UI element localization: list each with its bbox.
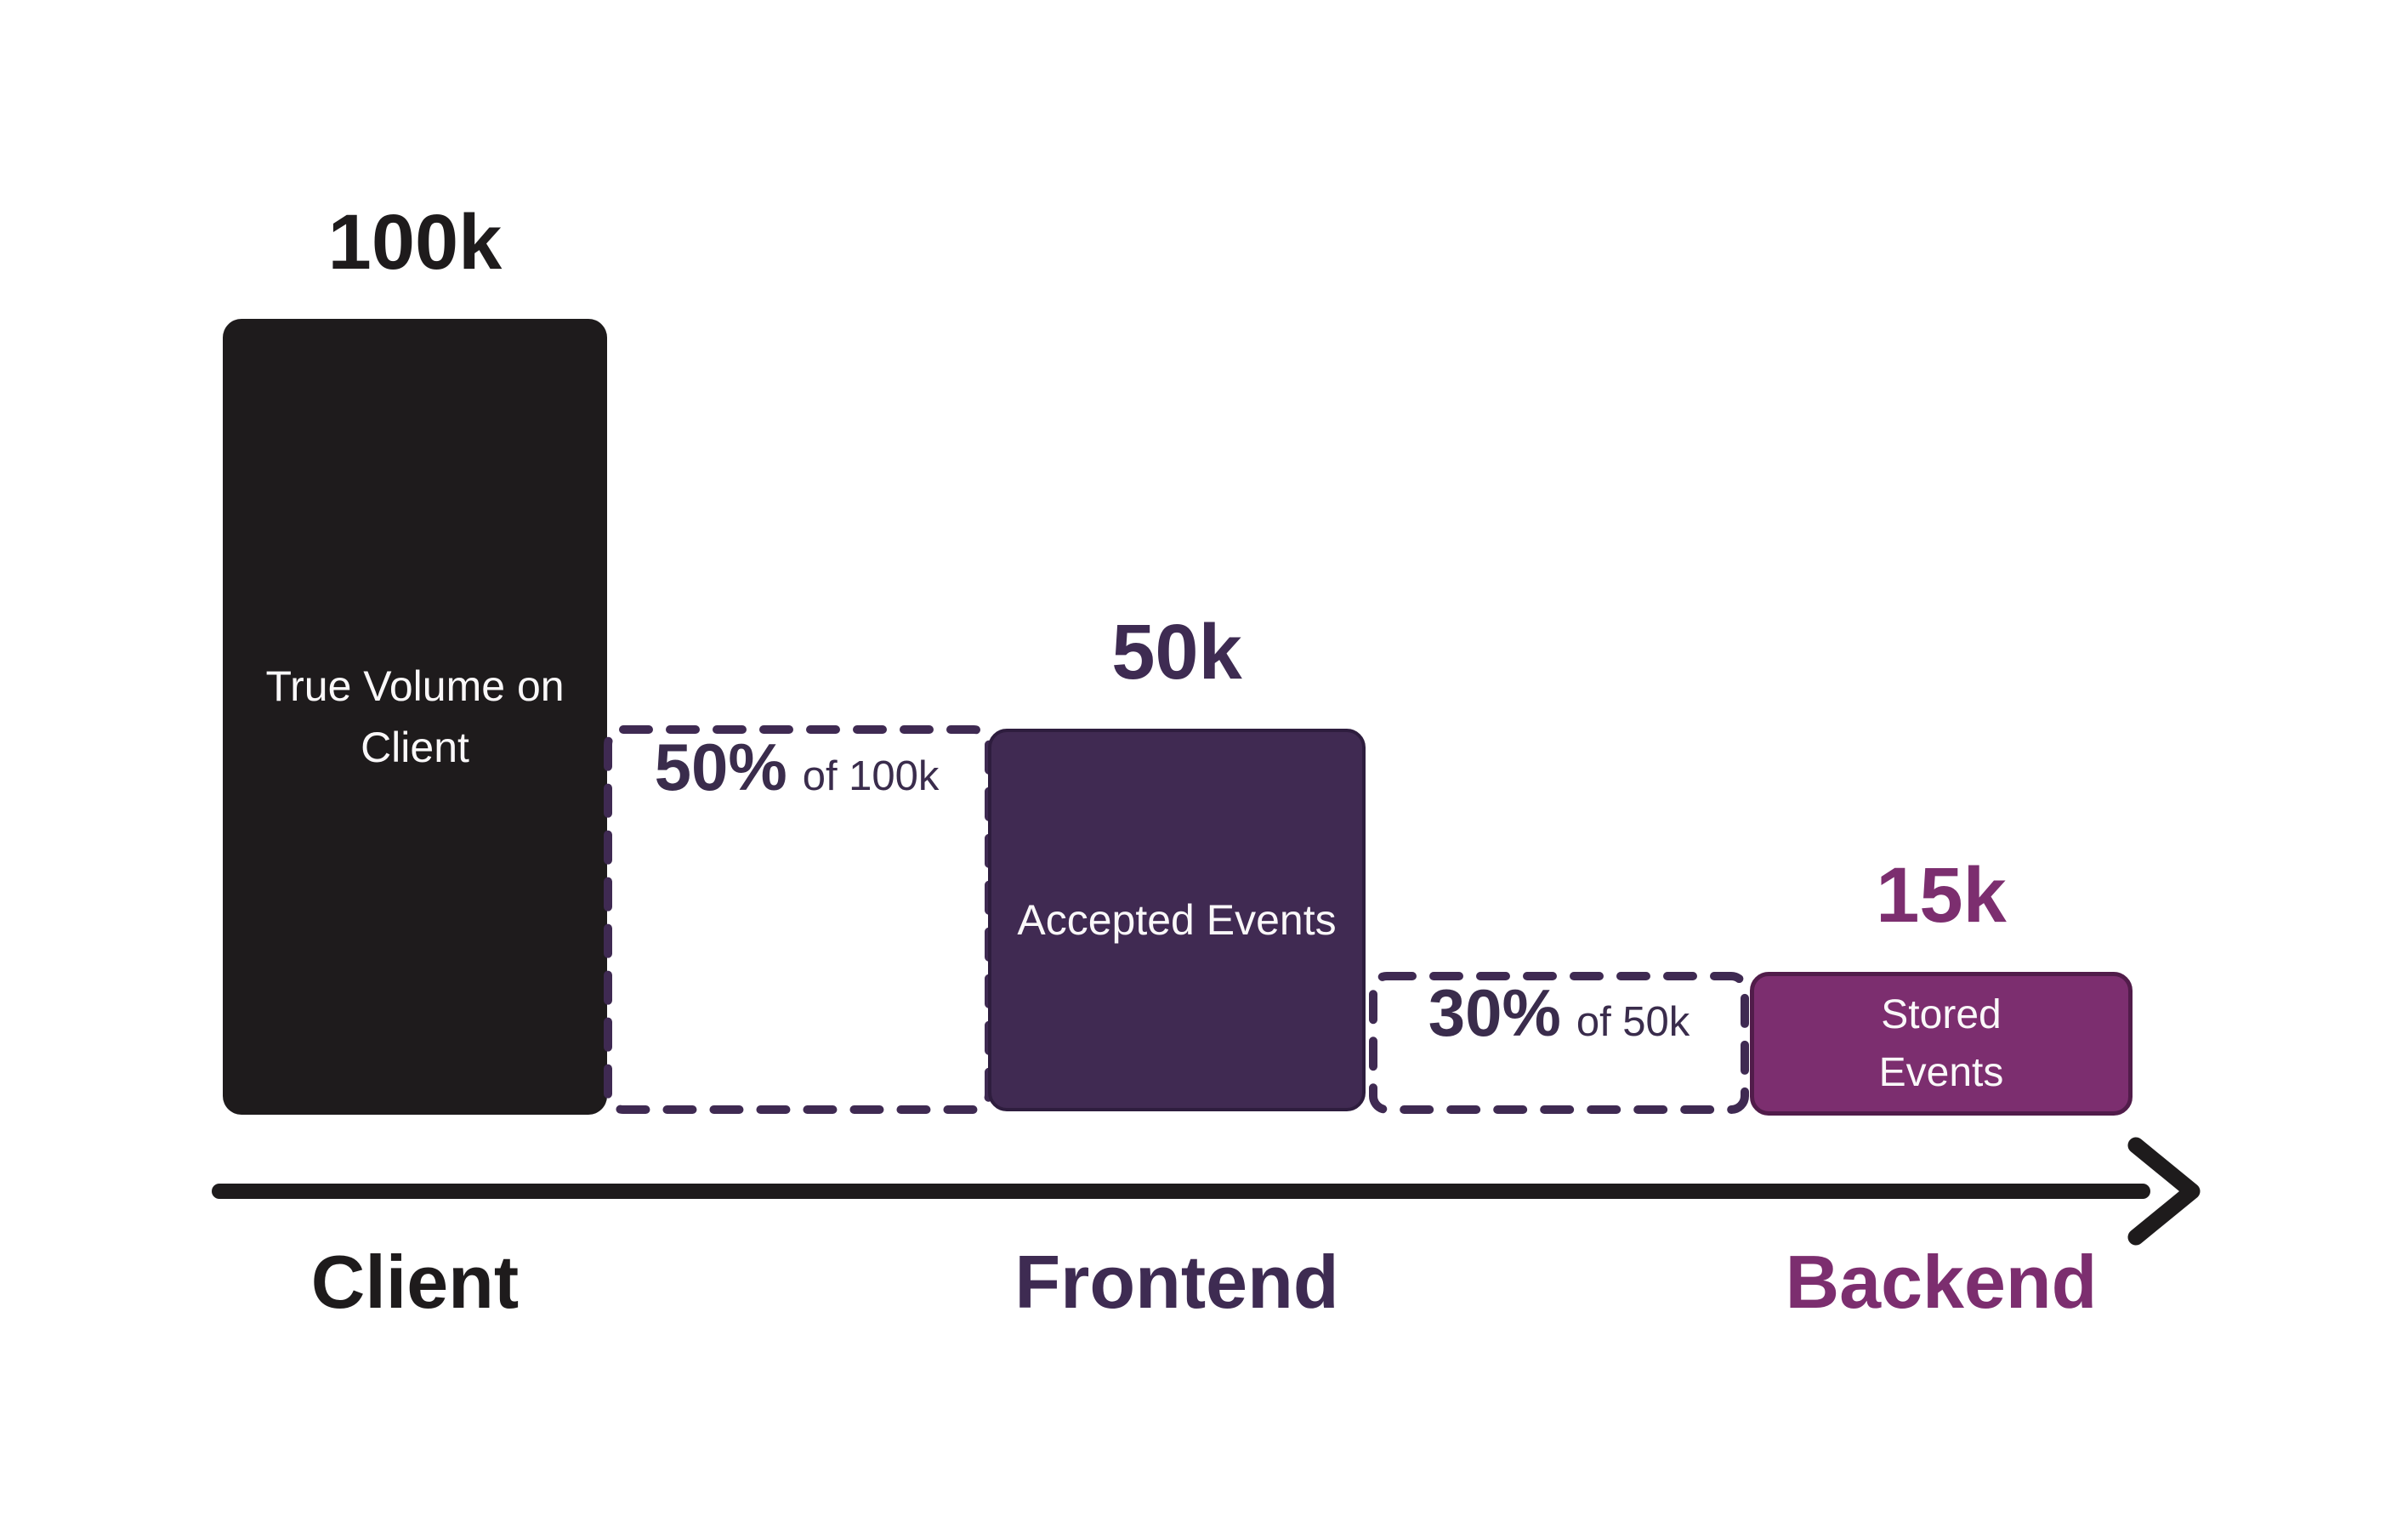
drop-annotation-frontend: 50% of 100k [605, 729, 988, 1111]
dashed-drop-region-backend [1369, 972, 1749, 1114]
bar-label-true-volume: True Volume on Client [265, 662, 565, 771]
bar-stored-events: Stored Events [1750, 972, 2133, 1116]
value-label-backend: 15k [1876, 852, 2007, 939]
bar-true-volume-on-client: True Volume on Client [223, 319, 607, 1115]
value-label-frontend: 50k [1111, 609, 1242, 696]
drop-percent: 50% [654, 730, 787, 804]
stage-label-client: Client [310, 1240, 520, 1324]
dashed-outline [1369, 972, 1749, 1114]
bar-label-stored-events: Stored Events [1878, 991, 2004, 1095]
drop-of-label: of 100k [802, 753, 940, 799]
drop-annotation-backend: 30% of 50k [1371, 974, 1747, 1110]
bar-accepted-events: Accepted Events [988, 729, 1366, 1111]
x-axis-arrow [212, 1137, 2201, 1246]
drop-of-label: of 50k [1576, 999, 1690, 1045]
value-label-client: 100k [327, 199, 503, 286]
stage-label-frontend: Frontend [1014, 1240, 1339, 1324]
stage-label-backend: Backend [1785, 1240, 2098, 1324]
bar-label-accepted-events: Accepted Events [1017, 896, 1337, 944]
drop-percent: 30% [1428, 975, 1561, 1050]
arrowhead-icon [2127, 1137, 2201, 1246]
